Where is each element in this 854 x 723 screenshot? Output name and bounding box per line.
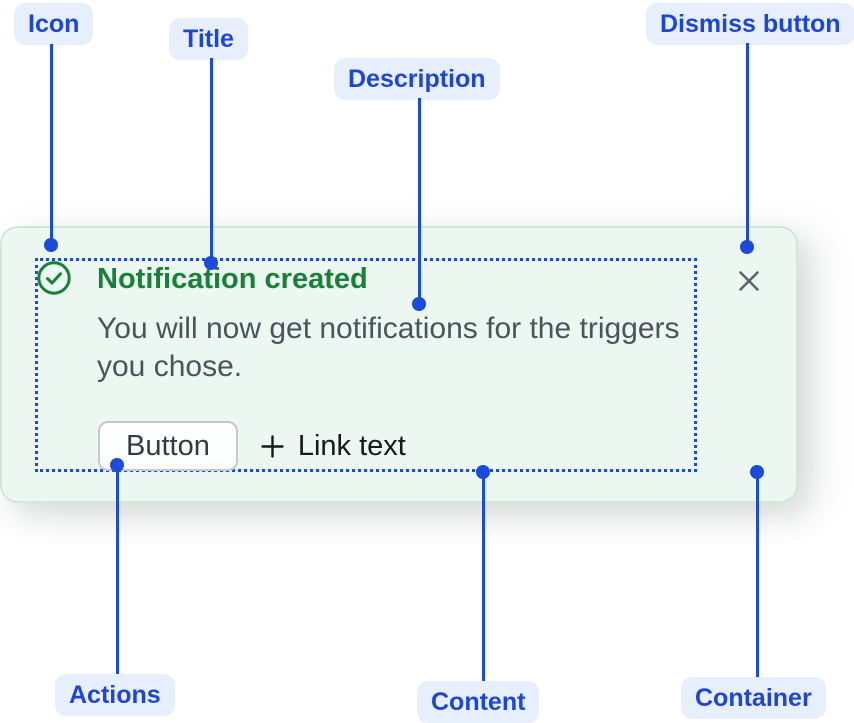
annotation-label-container: Container [681,677,826,719]
annotation-dot-icon [44,238,58,252]
annotation-line-description [418,98,421,304]
annotation-line-icon [50,44,53,245]
toast-title: Notification created [97,263,368,295]
annotation-line-actions [116,465,119,674]
close-icon [736,268,762,294]
annotation-dot-title [204,256,218,270]
toast-action-button[interactable]: Button [98,421,238,471]
toast-actions: Button Link text [98,421,406,471]
annotation-dot-actions [110,458,124,472]
annotation-line-container [756,472,759,677]
annotation-label-icon: Icon [14,3,94,45]
check-circle-icon [37,261,71,295]
content-outline [35,258,697,472]
annotation-label-dismiss-button: Dismiss button [646,3,854,45]
annotation-dot-description [412,297,426,311]
annotation-line-content [482,472,485,681]
annotation-dot-dismiss-button [740,240,754,254]
toast-link-label: Link text [297,429,406,462]
annotation-dot-content [476,465,490,479]
dismiss-button[interactable] [733,265,765,297]
toast-action-link[interactable]: Link text [260,430,406,463]
annotation-line-dismiss-button [746,43,749,247]
annotation-label-actions: Actions [55,674,175,716]
annotation-line-title [210,58,213,263]
toast-description: You will now get notifications for the t… [97,312,680,383]
plus-icon [260,434,285,459]
annotation-label-description: Description [334,58,500,100]
annotation-dot-container [750,465,764,479]
annotation-label-title: Title [169,18,248,60]
annotation-label-content: Content [417,681,540,723]
toast-container: Notification created You will now get no… [0,226,798,503]
